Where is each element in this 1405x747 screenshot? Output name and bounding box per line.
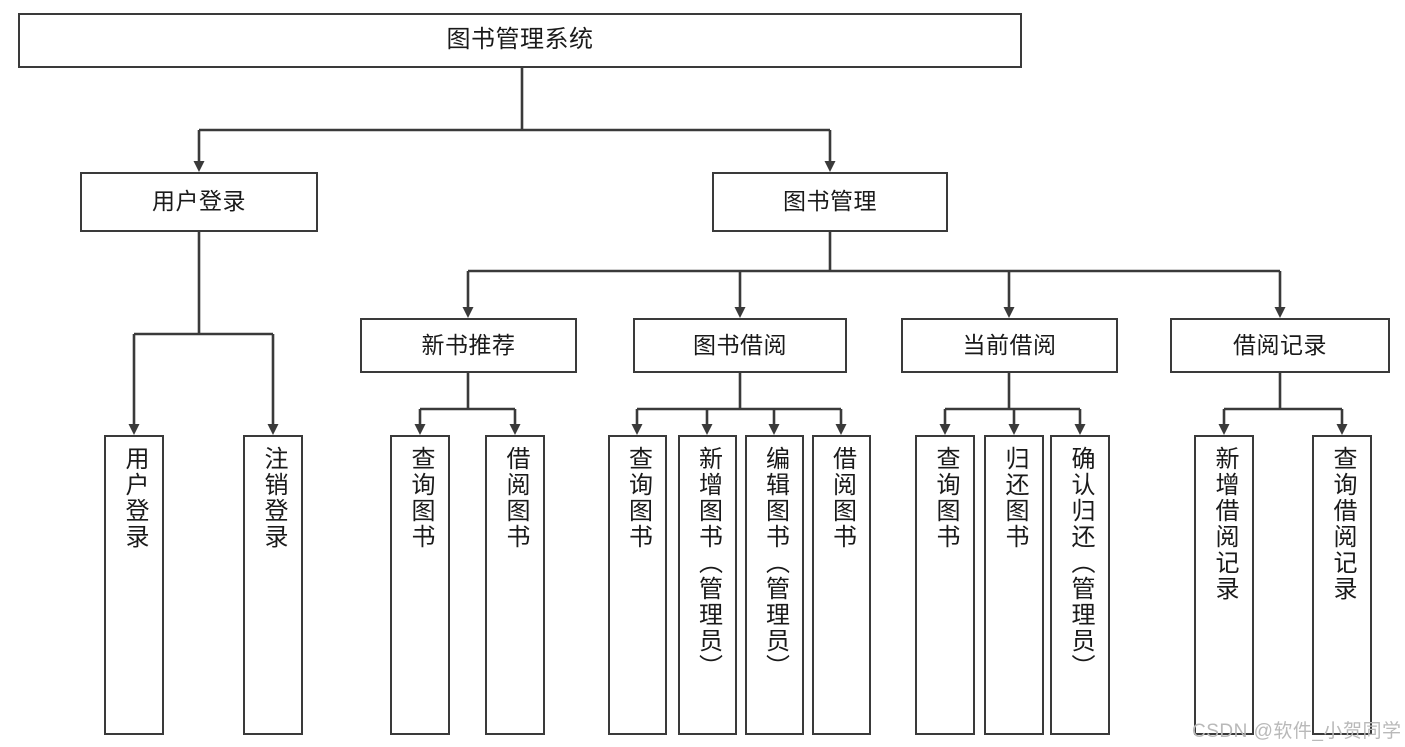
- node-leaf-query-book-1[interactable]: 查询图书: [390, 435, 450, 735]
- node-label: 图书管理: [783, 188, 877, 215]
- node-label: 借阅记录: [1233, 331, 1327, 358]
- node-leaf-borrow-book-2[interactable]: 借阅图书: [812, 435, 871, 735]
- node-leaf-add-borrow-record[interactable]: 新增借阅记录: [1194, 435, 1254, 735]
- node-leaf-return-book[interactable]: 归还图书: [984, 435, 1044, 735]
- node-leaf-add-book-admin[interactable]: 新增图书（管理员）: [678, 435, 737, 735]
- node-book-manage[interactable]: 图书管理: [712, 172, 948, 232]
- node-leaf-query-book-3[interactable]: 查询图书: [915, 435, 975, 735]
- node-label: 用户登录: [121, 446, 148, 550]
- node-leaf-edit-book-admin[interactable]: 编辑图书（管理员）: [745, 435, 804, 735]
- node-label: 归还图书: [1001, 446, 1028, 550]
- node-leaf-logout-login[interactable]: 注销登录: [243, 435, 303, 735]
- node-leaf-query-book-2[interactable]: 查询图书: [608, 435, 667, 735]
- node-new-book-recommend[interactable]: 新书推荐: [360, 318, 577, 373]
- node-label: 查询图书: [624, 446, 652, 550]
- node-label: 借阅图书: [828, 446, 856, 550]
- node-label: 查询借阅记录: [1329, 446, 1356, 602]
- node-borrow-record[interactable]: 借阅记录: [1170, 318, 1390, 373]
- node-user-login[interactable]: 用户登录: [80, 172, 318, 232]
- node-label: 当前借阅: [962, 331, 1057, 358]
- node-label: 新增图书（管理员）: [694, 446, 722, 680]
- node-label: 用户登录: [152, 188, 246, 215]
- node-leaf-borrow-book-1[interactable]: 借阅图书: [485, 435, 545, 735]
- node-label: 编辑图书（管理员）: [761, 446, 789, 680]
- node-leaf-confirm-return[interactable]: 确认归还（管理员）: [1050, 435, 1110, 735]
- node-leaf-query-borrow-record[interactable]: 查询借阅记录: [1312, 435, 1372, 735]
- node-label: 查询图书: [407, 446, 434, 550]
- node-label: 注销登录: [260, 446, 287, 550]
- node-root-book-management-system[interactable]: 图书管理系统: [18, 13, 1022, 68]
- node-label: 查询图书: [932, 446, 959, 550]
- node-label: 图书借阅: [693, 331, 787, 358]
- node-leaf-user-login[interactable]: 用户登录: [104, 435, 164, 735]
- node-book-borrow[interactable]: 图书借阅: [633, 318, 847, 373]
- node-label: 新书推荐: [421, 331, 516, 358]
- csdn-watermark: CSDN @软件_小贺同学: [1192, 721, 1402, 742]
- node-label: 新增借阅记录: [1211, 446, 1238, 602]
- node-label: 图书管理系统: [446, 26, 594, 54]
- node-label: 确认归还（管理员）: [1067, 446, 1094, 680]
- node-label: 借阅图书: [502, 446, 529, 550]
- node-current-borrow[interactable]: 当前借阅: [901, 318, 1118, 373]
